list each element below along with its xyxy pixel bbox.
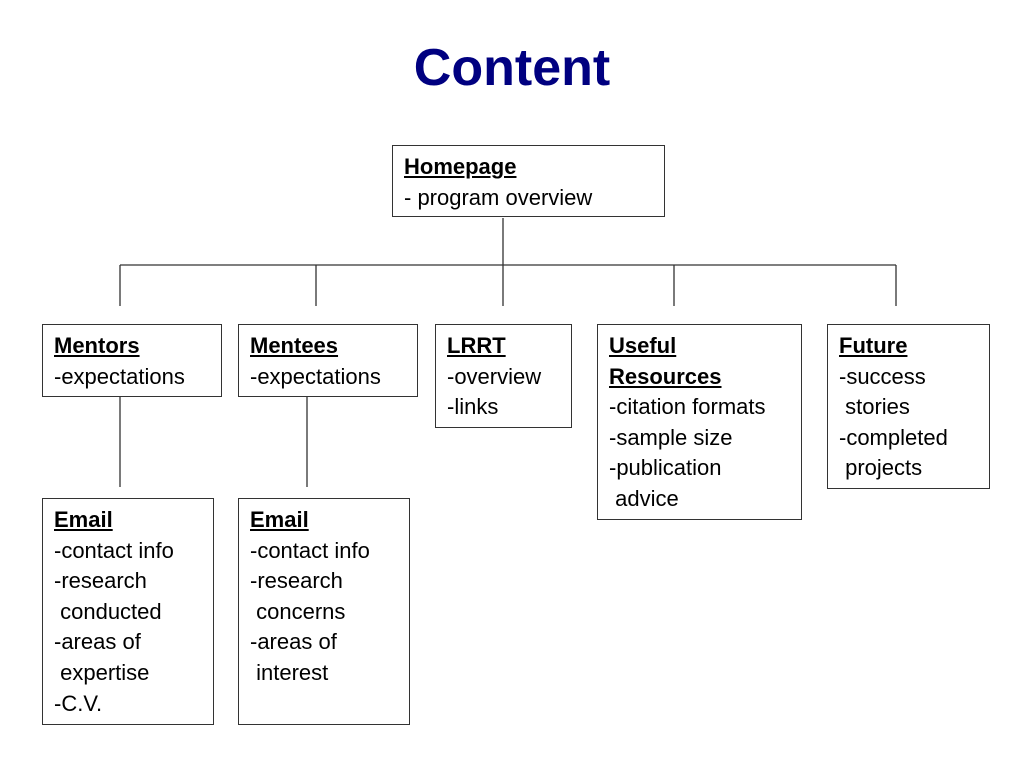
node-future-line: stories [839, 394, 910, 420]
node-mentors-email-line: expertise [54, 659, 150, 685]
node-useful-resources-line: -citation formats [609, 394, 766, 420]
node-mentees-email-line: -contact info [250, 537, 370, 563]
node-useful-resources-title: Useful [609, 333, 677, 358]
node-useful-resources-line: -publication [609, 455, 722, 481]
node-mentors-email-line: -contact info [54, 537, 174, 563]
node-lrrt-line: -overview [447, 363, 542, 389]
node-future-title: Future [839, 333, 908, 358]
node-mentors-email-line: -research [54, 568, 147, 594]
node-mentors-email-line: -areas of [54, 629, 141, 655]
node-useful-resources-line: -sample size [609, 424, 733, 450]
node-useful-resources-line: advice [609, 485, 679, 511]
node-mentors-email-title: Email [54, 507, 113, 532]
node-mentors-email-line: conducted [54, 598, 162, 624]
node-mentors-line: -expectations [54, 363, 185, 389]
node-mentees-email-line: -research [250, 568, 343, 594]
page-title: Content [413, 39, 611, 97]
node-future-line: -completed [839, 424, 948, 450]
node-future-line: projects [839, 455, 923, 481]
node-mentees-email-line: -areas of [250, 629, 337, 655]
node-mentors-email: Email -contact info -research conducted … [42, 498, 214, 725]
node-homepage-title: Homepage [404, 154, 517, 179]
node-mentees-email-line: interest [250, 659, 329, 685]
node-mentees: Mentees -expectations [238, 324, 418, 397]
node-lrrt: LRRT -overview -links [435, 324, 572, 428]
node-mentees-email-line: concerns [250, 598, 346, 624]
node-lrrt-title: LRRT [447, 333, 506, 358]
node-lrrt-line: -links [447, 394, 499, 420]
node-useful-resources: Useful Resources -citation formats -samp… [597, 324, 802, 520]
node-homepage-line: - program overview [404, 184, 593, 210]
node-useful-resources-title: Resources [609, 363, 722, 389]
node-mentees-email: Email -contact info -research concerns -… [238, 498, 410, 725]
node-future-line: -success [839, 363, 926, 389]
node-homepage: Homepage - program overview [392, 145, 665, 217]
node-mentees-email-title: Email [250, 507, 309, 532]
node-mentees-title: Mentees [250, 333, 339, 358]
node-mentees-line: -expectations [250, 363, 381, 389]
node-mentors: Mentors -expectations [42, 324, 222, 397]
node-mentors-email-line: -C.V. [54, 690, 103, 716]
node-mentors-title: Mentors [54, 333, 140, 358]
node-future: Future -success stories -completed proje… [827, 324, 990, 489]
